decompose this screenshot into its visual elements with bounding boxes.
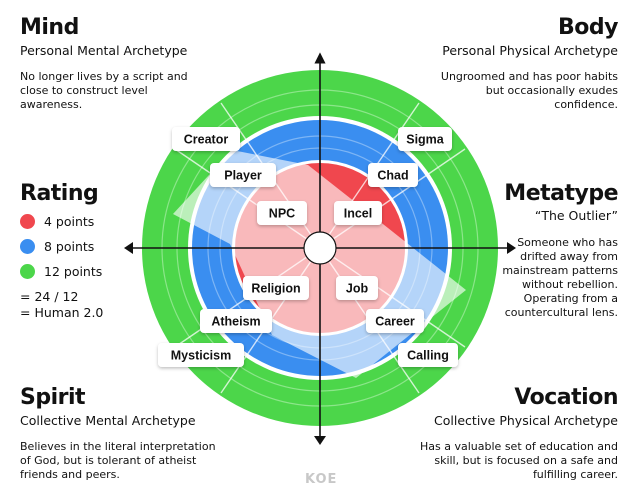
desc-line: mainstream patterns <box>502 264 618 277</box>
label-chad: Chad <box>377 169 408 183</box>
spirit-subtitle: Collective Mental Archetype <box>20 413 196 428</box>
watermark-logo: KOE <box>305 472 338 487</box>
label-player: Player <box>224 169 262 183</box>
label-npc: NPC <box>269 207 295 221</box>
horizontal-axis-arrow-left <box>124 242 133 254</box>
desc-line: skill, but is focused on a safe and <box>434 454 618 467</box>
spirit-title: Spirit <box>20 385 86 410</box>
desc-line: fulfilling career. <box>532 468 618 481</box>
spirit-description: Believes in the literal interpretation o… <box>20 440 216 482</box>
blue-dot-icon <box>20 239 35 254</box>
label-religion: Religion <box>251 282 300 296</box>
desc-line: Believes in the literal interpretation <box>20 440 216 453</box>
rating-item-12: 12 points <box>20 264 103 279</box>
body-title: Body <box>558 15 618 40</box>
center-hub <box>303 231 337 265</box>
label-box-religion <box>243 276 309 300</box>
label-atheism: Atheism <box>211 315 260 329</box>
desc-line: awareness. <box>20 98 83 111</box>
desc-line: Has a valuable set of education and <box>420 440 618 453</box>
desc-line: friends and peers. <box>20 468 120 481</box>
vocation-subtitle: Collective Physical Archetype <box>434 413 618 428</box>
rating-result: = Human 2.0 <box>20 305 104 320</box>
mind-subtitle: Personal Mental Archetype <box>20 43 188 58</box>
rating-item-8: 8 points <box>20 239 103 254</box>
desc-line: Someone who has <box>517 236 618 249</box>
label-box-calling <box>398 343 458 367</box>
vocation-title: Vocation <box>514 385 618 410</box>
label-box-mysticism <box>158 343 244 367</box>
spirit-block: Spirit Collective Mental Archetype Belie… <box>20 386 216 482</box>
rating-label: 12 points <box>44 264 103 279</box>
desc-line: confidence. <box>554 98 618 111</box>
label-incel: Incel <box>344 207 373 221</box>
label-mysticism: Mysticism <box>171 349 231 363</box>
rating-label: 8 points <box>44 239 95 254</box>
label-box-career <box>366 309 424 333</box>
metatype-title: Metatype <box>504 181 618 206</box>
label-job: Job <box>346 282 369 296</box>
rating-title: Rating <box>20 181 99 206</box>
vertical-axis-arrow-down <box>314 436 326 445</box>
label-box-incel <box>334 201 382 225</box>
body-description: Ungroomed and has poor habits but occasi… <box>441 70 618 112</box>
metatype-block: Metatype “The Outlier” Someone who has d… <box>502 182 618 320</box>
rating-label: 4 points <box>44 214 95 229</box>
rating-item-4: 4 points <box>20 214 103 229</box>
label-career: Career <box>375 315 415 329</box>
label-box-job <box>336 276 378 300</box>
label-box-player <box>210 163 276 187</box>
label-box-chad <box>368 163 418 187</box>
body-block: Body Personal Physical Archetype Ungroom… <box>441 15 619 112</box>
vocation-description: Has a valuable set of education and skil… <box>420 440 618 482</box>
vocation-block: Vocation Collective Physical Archetype H… <box>420 386 618 482</box>
desc-line: close to construct level <box>20 84 148 97</box>
mind-block: Mind Personal Mental Archetype No longer… <box>20 16 188 112</box>
horizontal-axis-arrow-right <box>507 242 516 254</box>
desc-line: No longer lives by a script and <box>20 70 188 83</box>
desc-line: without rebellion. <box>521 278 618 291</box>
label-creator: Creator <box>184 133 229 147</box>
desc-line: Ungroomed and has poor habits <box>440 70 618 83</box>
desc-line: drifted away from <box>520 250 618 263</box>
label-box-npc <box>257 201 307 225</box>
desc-line: Operating from a <box>523 292 618 305</box>
mind-description: No longer lives by a script and close to… <box>20 70 188 112</box>
label-calling: Calling <box>407 349 449 363</box>
label-box-sigma <box>398 127 452 151</box>
rating-block: Rating 4 points 8 points 12 points = 24 … <box>20 182 103 321</box>
green-dot-icon <box>20 264 35 279</box>
metatype-name: “The Outlier” <box>534 208 618 223</box>
label-box-creator <box>172 127 240 151</box>
mind-title: Mind <box>20 15 79 40</box>
label-sigma: Sigma <box>406 133 445 147</box>
desc-line: of God, but is tolerant of atheist <box>20 454 197 467</box>
red-dot-icon <box>20 214 35 229</box>
rating-total: = 24 / 12 <box>20 289 79 304</box>
desc-line: countercultural lens. <box>504 306 618 319</box>
label-box-atheism <box>200 309 272 333</box>
metatype-description: Someone who has drifted away from mainst… <box>502 236 618 320</box>
desc-line: but occasionally exudes <box>485 84 618 97</box>
body-subtitle: Personal Physical Archetype <box>442 43 618 58</box>
